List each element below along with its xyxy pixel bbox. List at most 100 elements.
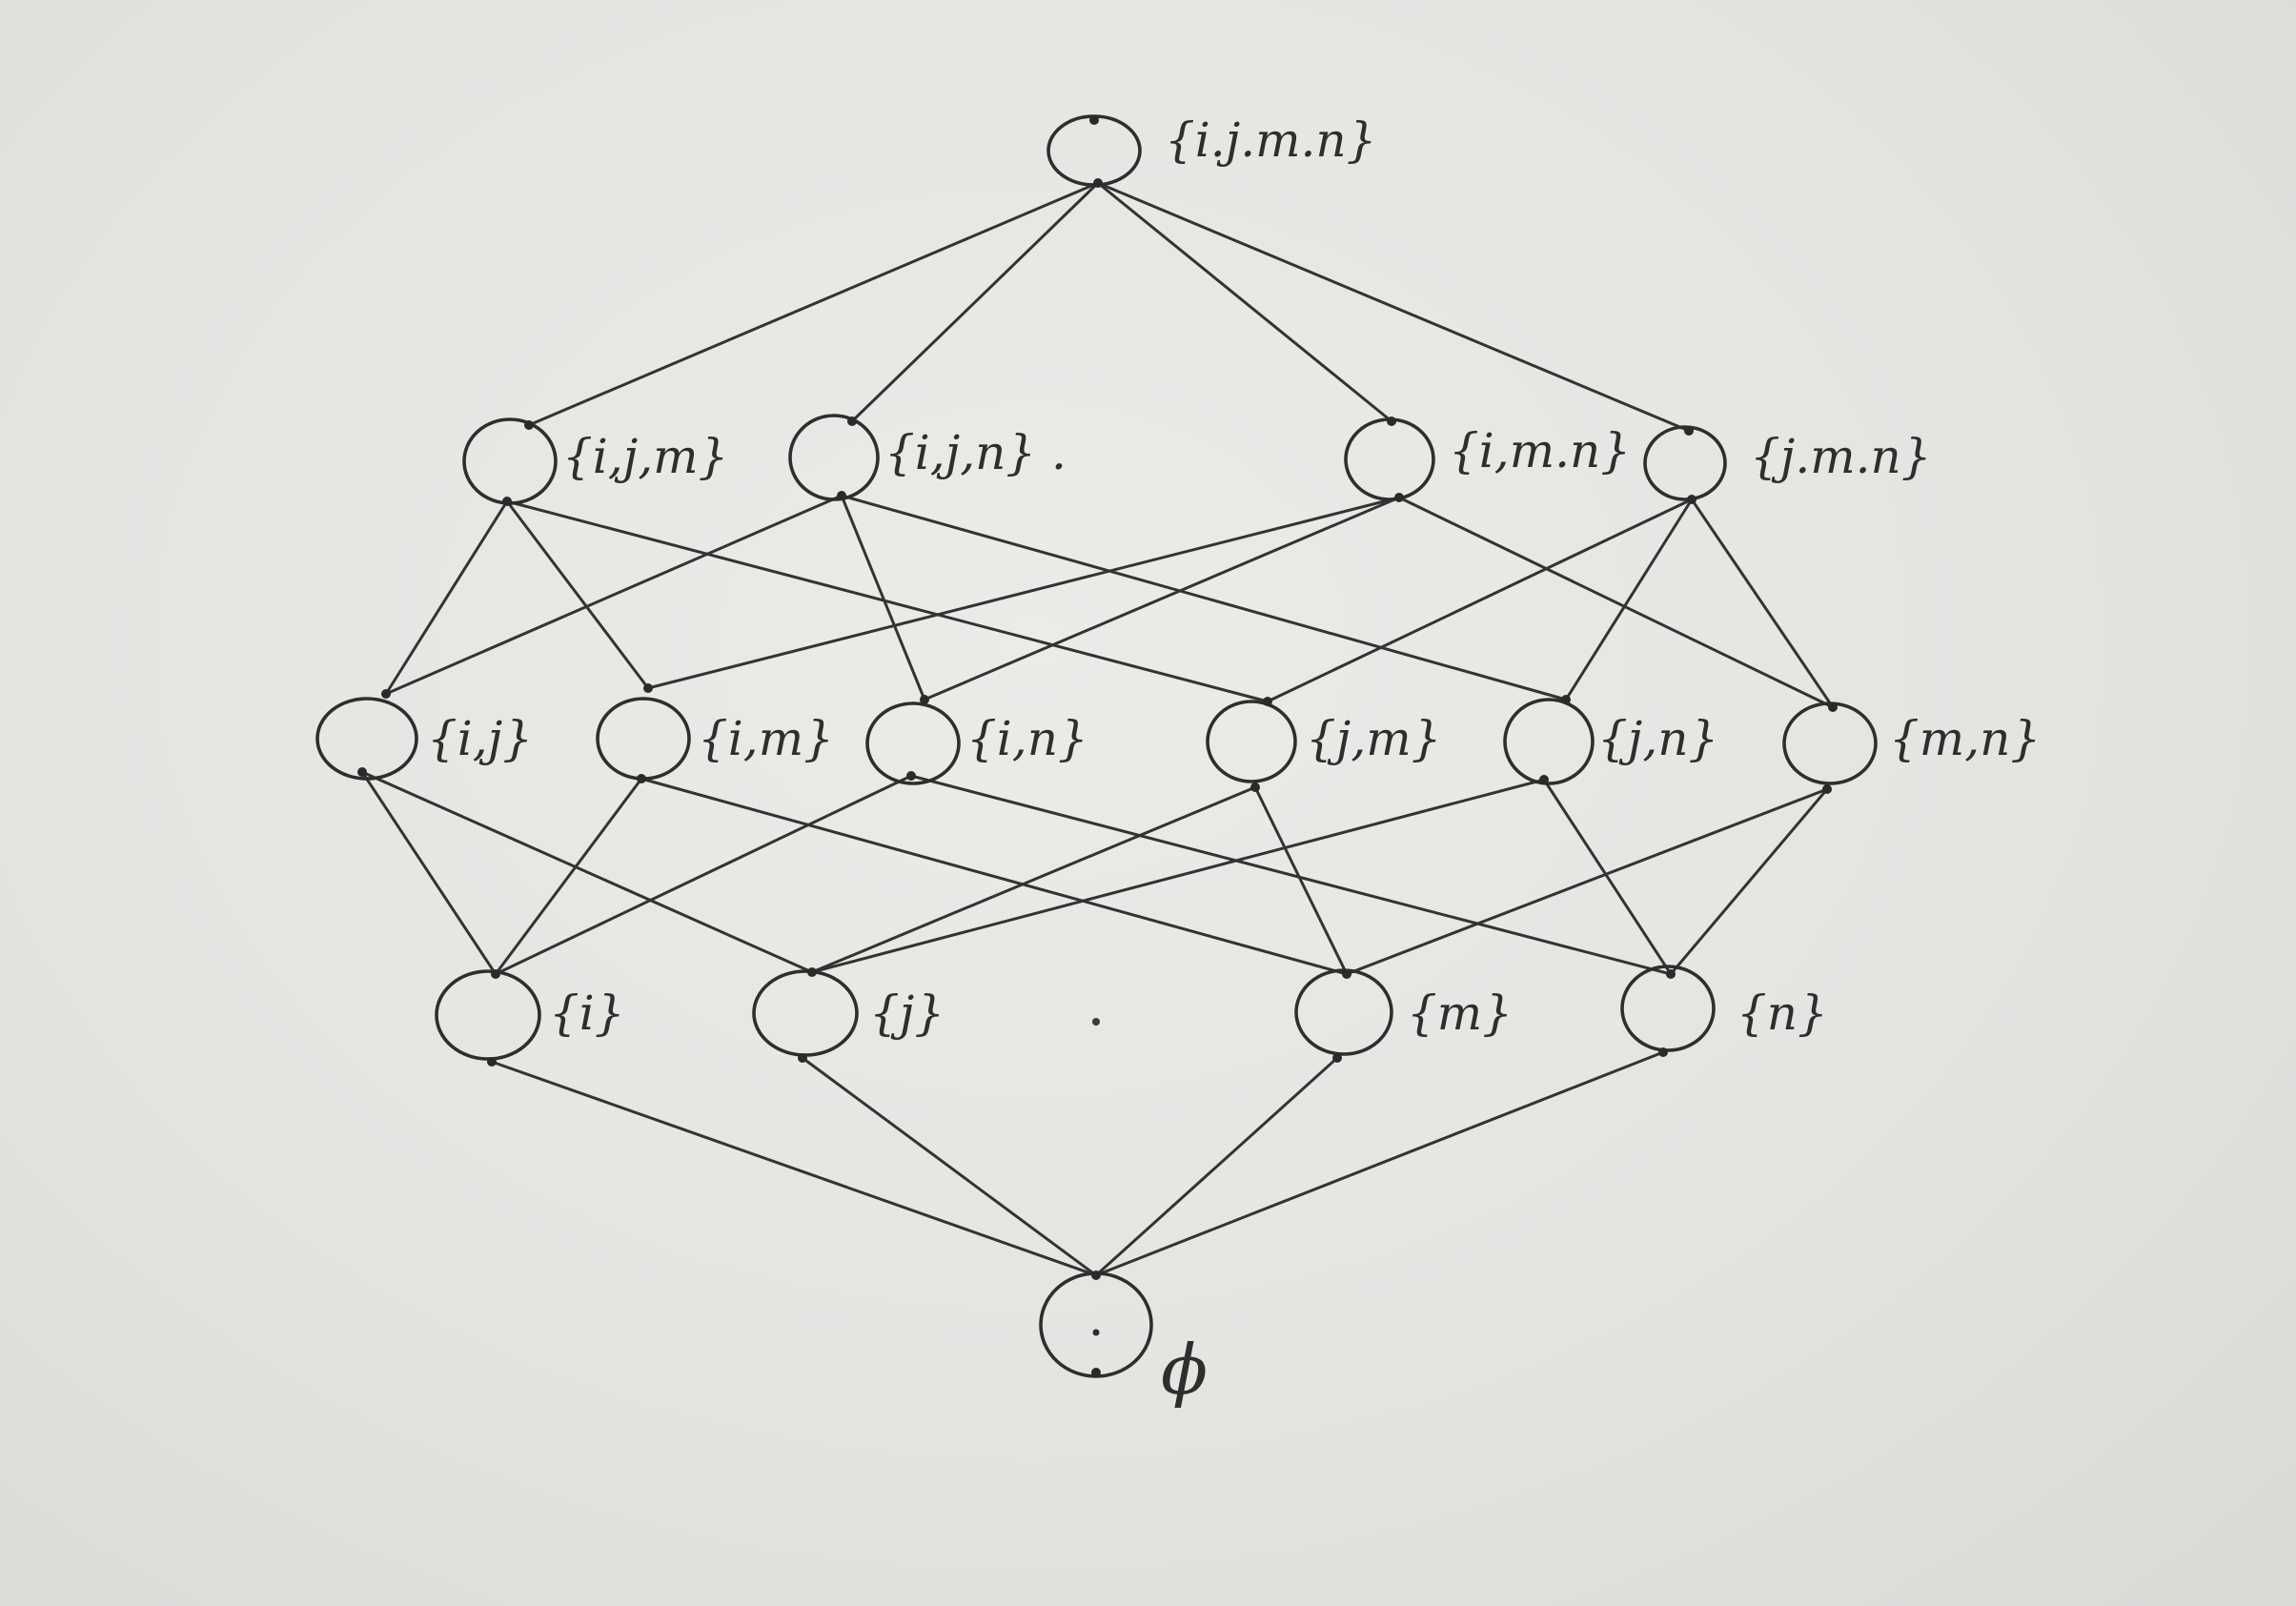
node-ij: {i,j} (315, 689, 533, 781)
node-circle (788, 414, 880, 501)
edge-imn-in (923, 496, 1401, 701)
node-label: {i,n} (966, 711, 1088, 766)
edge-jmn-jn (1564, 498, 1694, 701)
node-bottom-anchor (487, 1057, 497, 1067)
node-top-anchor (1387, 417, 1396, 426)
edge-jn-n (1542, 778, 1673, 976)
edge-ijmn-ijm (527, 181, 1100, 427)
node-top-anchor (1666, 969, 1676, 979)
node-label: ϕ (1161, 1330, 1208, 1410)
node-im: {i,m} (596, 683, 834, 783)
node-j: {j} (752, 967, 945, 1063)
node-circle (315, 697, 418, 781)
edge-i-empty (490, 1060, 1098, 1277)
edge-im-i (494, 777, 643, 976)
node-label: {i,j,n} . (884, 425, 1067, 480)
node-top-anchor (643, 683, 653, 693)
node-bottom-anchor (1332, 1053, 1342, 1063)
node-top-anchor (491, 969, 500, 979)
node-bottom-anchor (1658, 1047, 1668, 1057)
node-circle (596, 697, 691, 781)
node-label: {i,j} (427, 711, 533, 766)
node-top-anchor (847, 417, 857, 426)
edge-mn-m (1345, 787, 1829, 976)
node-top-anchor (1828, 702, 1838, 712)
node-empty: ϕ (1039, 1271, 1208, 1410)
node-label: {i} (549, 986, 625, 1041)
edge-ijm-jm (505, 499, 1270, 703)
node-circle (1782, 701, 1878, 785)
edge-jmn-jm (1266, 498, 1694, 703)
node-circle (1503, 698, 1595, 785)
edge-jm-j (810, 785, 1257, 974)
node-bottom-anchor (1394, 493, 1404, 502)
node-label: {n} (1737, 986, 1828, 1041)
node-bottom-anchor (1539, 775, 1549, 784)
edge-ijmn-ijn (850, 181, 1100, 423)
node-top-anchor (381, 689, 391, 699)
node-circle (462, 417, 558, 505)
edges-layer (360, 181, 1835, 1277)
node-circle (1206, 700, 1297, 783)
node-label: {i,j,m} (562, 429, 728, 484)
node-bottom-anchor (1093, 178, 1103, 188)
node-jmn: {j.m.n} (1643, 425, 1932, 504)
node-label: {j,n} (1597, 711, 1718, 766)
node-ijm: {i,j,m} (462, 417, 728, 506)
node-top-anchor (807, 967, 817, 977)
node-bottom-anchor (502, 497, 512, 506)
node-bottom-anchor (357, 767, 367, 777)
node-bottom-anchor (1687, 495, 1697, 504)
node-top-anchor (524, 420, 534, 430)
node-top-anchor (1263, 697, 1272, 706)
node-circle (1046, 114, 1142, 187)
node-n: {n} (1620, 965, 1828, 1057)
node-circle (1643, 425, 1727, 501)
node-circle (1344, 417, 1435, 501)
node-imn: {i,m.n} (1344, 417, 1631, 502)
edge-j-empty (801, 1056, 1098, 1277)
edge-imn-im (646, 496, 1401, 690)
edge-jn-j (810, 778, 1546, 974)
node-circle (1620, 965, 1716, 1052)
nodes-layer: {i.j.m.n} {i,j,m} {i,j,n} . {i,m.n}{j.m.n} {… (315, 112, 2041, 1410)
node-jm: {j,m} (1206, 697, 1441, 792)
node-label: {m} (1407, 986, 1513, 1041)
node-bottom-anchor (837, 491, 846, 500)
node-label: {i,m} (698, 711, 834, 766)
node-i: {i} (435, 969, 625, 1067)
node-label: {j} (869, 986, 945, 1041)
node-top-anchor (1342, 969, 1351, 979)
node-circle (865, 701, 961, 785)
node-bottom-anchor (1822, 784, 1832, 794)
node-bottom-anchor (1250, 783, 1260, 792)
edge-im-m (640, 777, 1349, 976)
edge-ij-j (360, 770, 814, 974)
node-label: {j,m} (1306, 711, 1441, 766)
node-top-anchor (920, 695, 929, 704)
node-bottom-anchor (1091, 1368, 1101, 1377)
stray-dot (1092, 1018, 1100, 1026)
node-bottom-anchor (798, 1053, 807, 1063)
node-ijn: {i,j,n} . (788, 414, 1067, 501)
edge-ijm-ij (384, 499, 509, 696)
node-jn: {j,n} (1503, 695, 1718, 785)
edge-in-n (909, 774, 1673, 976)
edge-m-empty (1094, 1056, 1339, 1277)
node-label: {i.j.m.n} (1165, 112, 1376, 168)
edge-ij-i (360, 770, 498, 976)
node-mn: {m,n} (1782, 701, 2041, 794)
edge-imn-mn (1397, 496, 1835, 709)
node-label: {m,n} (1889, 711, 2041, 766)
node-top-anchor (1684, 426, 1694, 436)
node-circle (752, 969, 859, 1057)
node-bottom-anchor (637, 774, 646, 783)
stray-marks (1092, 1018, 1100, 1026)
edge-jmn-mn (1690, 498, 1835, 709)
node-circle (1294, 968, 1393, 1056)
node-ijmn: {i.j.m.n} (1046, 112, 1376, 188)
node-label: {i,m.n} (1449, 423, 1631, 478)
edge-in-i (494, 774, 913, 976)
edge-ijmn-imn (1096, 181, 1393, 423)
edge-ijn-in (840, 494, 926, 701)
